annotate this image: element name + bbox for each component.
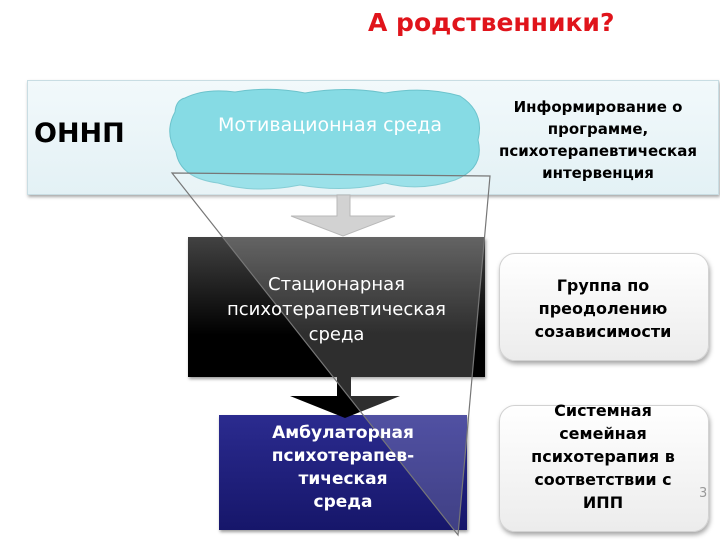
box-line: Системная (554, 401, 652, 420)
outpatient-line: среда (313, 492, 373, 512)
inpatient-label: Стационарная психотерапевтическая среда (188, 272, 485, 347)
box-line: ИПП (582, 493, 624, 512)
info-line: психотерапевтическая (498, 142, 697, 160)
inpatient-line: психотерапевтическая (226, 299, 446, 320)
family-therapy-label: Системная семейная психотерапия в соотве… (499, 399, 707, 514)
page-number: 3 (699, 486, 708, 501)
inpatient-line: Стационарная (268, 274, 405, 295)
outpatient-line: Амбулаторная (272, 423, 414, 443)
outpatient-label: Амбулаторная психотерапев- тическая сред… (219, 422, 467, 514)
inpatient-line: среда (308, 324, 365, 345)
family-therapy-box (499, 405, 709, 532)
box-line: семейная (559, 424, 647, 443)
box-line: созависимости (534, 322, 672, 341)
arrow-down-1 (290, 194, 396, 237)
box-line: психотерапия в (531, 447, 675, 466)
onnp-label: ОННП (34, 118, 125, 149)
codependency-group-box (499, 253, 709, 361)
motivational-cloud (169, 88, 480, 190)
info-text: Информирование о программе, психотерапев… (487, 96, 709, 184)
slide-title: А родственники? (368, 8, 615, 37)
info-line: Информирование о (513, 98, 683, 116)
arrow-down-2 (290, 376, 400, 418)
box-line: соответствии с (534, 470, 672, 489)
outpatient-line: тическая (298, 469, 388, 489)
motivational-environment-label: Мотивационная среда (217, 114, 443, 136)
inpatient-environment-box (188, 237, 485, 377)
codependency-group-label: Группа по преодолению созависимости (499, 274, 707, 343)
info-line: интервенция (542, 164, 654, 182)
box-line: преодолению (538, 299, 668, 318)
funnel-overlay (170, 172, 491, 537)
info-line: программе, (547, 120, 649, 138)
outpatient-environment-box (219, 415, 467, 530)
outpatient-line: психотерапев- (271, 446, 415, 466)
box-line: Группа по (556, 276, 650, 295)
